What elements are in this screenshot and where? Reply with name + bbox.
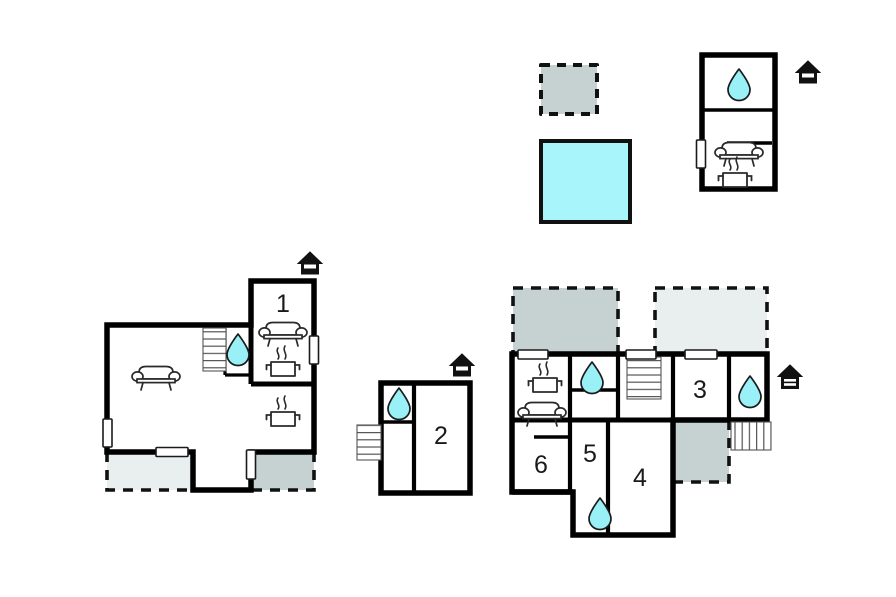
stairs-icon	[730, 421, 772, 451]
building-1-compass	[297, 251, 323, 275]
room-label-1: 1	[276, 290, 290, 318]
door-icon	[517, 349, 549, 360]
room-label-3: 3	[693, 376, 707, 404]
stairs-icon	[356, 424, 382, 461]
window-icon	[102, 418, 113, 448]
room-label-2: 2	[434, 422, 448, 450]
terrace-dark-top	[511, 286, 620, 356]
room-label-5: 5	[583, 440, 597, 468]
legend-pool-swatch	[539, 139, 632, 224]
terrace-dark-b1	[251, 452, 316, 492]
stairs-icon	[626, 356, 662, 400]
legend-terrace-swatch	[539, 63, 599, 116]
sample-building	[695, 52, 778, 192]
door-icon	[245, 449, 257, 480]
terrace-dark-lower	[673, 420, 731, 484]
room-label-6: 6	[534, 451, 548, 479]
room-label-4: 4	[633, 464, 647, 492]
sample-building-compass	[795, 60, 821, 84]
building-complex	[509, 286, 772, 538]
building-complex-compass	[777, 364, 803, 389]
terrace-light-top	[653, 286, 769, 356]
building-2-compass	[449, 353, 475, 377]
building-1	[102, 278, 320, 493]
door-icon	[684, 349, 718, 360]
building-2	[356, 380, 473, 496]
door-icon	[155, 446, 189, 458]
door-icon	[625, 349, 657, 360]
window-icon	[308, 335, 320, 365]
